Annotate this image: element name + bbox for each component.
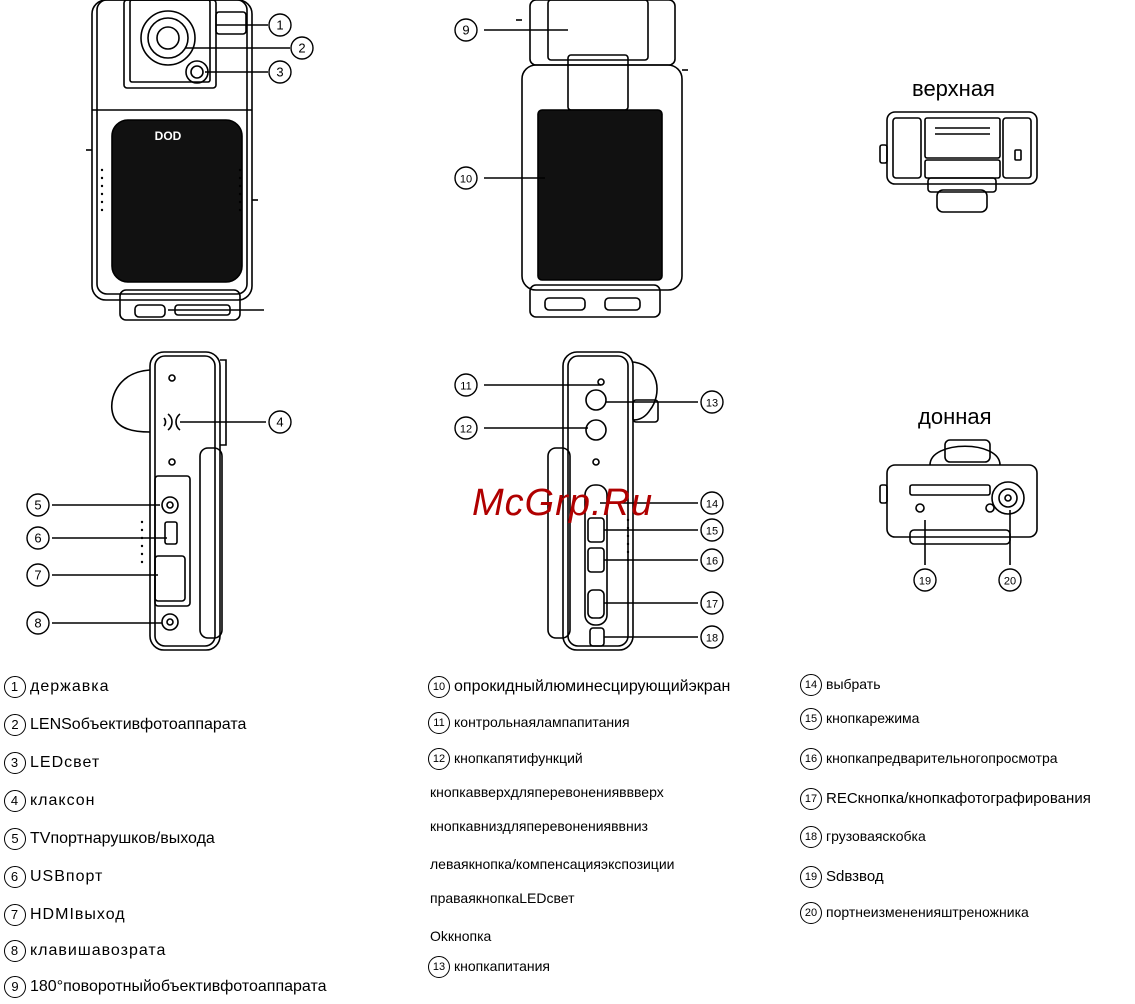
callout-20: 20	[1004, 576, 1016, 588]
callout-10: 10	[460, 174, 472, 186]
callout-circles	[26, 13, 1022, 649]
callout-14: 14	[706, 499, 718, 511]
device-logo: DOD	[155, 129, 182, 143]
watermark: McGrp.Ru	[472, 482, 654, 524]
device-diagram: 1 2 3 9 10 4 5 6 7 8 11 12 13 14 15 16 1…	[26, 0, 1038, 651]
callout-1: 1	[276, 18, 283, 33]
callout-3: 3	[276, 65, 283, 80]
callout-11: 11	[460, 381, 471, 393]
callout-12: 12	[460, 424, 472, 436]
top-view-device	[879, 111, 1038, 213]
bottom-view-device	[879, 439, 1038, 565]
front-view-device	[86, 0, 264, 321]
callout-6: 6	[34, 531, 41, 546]
legend-item: леваякнопка/компенсацияэкспозиции	[430, 856, 675, 872]
top-view-label: верхная	[912, 76, 995, 101]
legend-item: кнопкавверхдляперевоненияввверх	[430, 784, 664, 800]
callout-8: 8	[34, 616, 41, 631]
callout-2: 2	[298, 41, 305, 56]
callout-4: 4	[276, 415, 283, 430]
callout-5: 5	[34, 498, 41, 513]
callout-16: 16	[706, 556, 718, 568]
legend-item: праваякнопкаLEDсвет	[430, 890, 575, 906]
legend-item: кнопкавниздляперевоненияввниз	[430, 818, 648, 834]
front-speaker-dots	[100, 168, 242, 212]
callout-9: 9	[462, 23, 469, 38]
callout-7: 7	[34, 568, 41, 583]
callout-13: 13	[706, 398, 718, 410]
callout-15: 15	[706, 526, 718, 538]
callout-17: 17	[706, 599, 718, 611]
bottom-view-label: донная	[918, 404, 992, 429]
side-view-left-device	[110, 351, 227, 651]
callout-19: 19	[919, 576, 931, 588]
legend-item: Okкнопка	[430, 928, 492, 944]
callout-18: 18	[706, 633, 718, 645]
back-view-device	[516, 0, 688, 318]
